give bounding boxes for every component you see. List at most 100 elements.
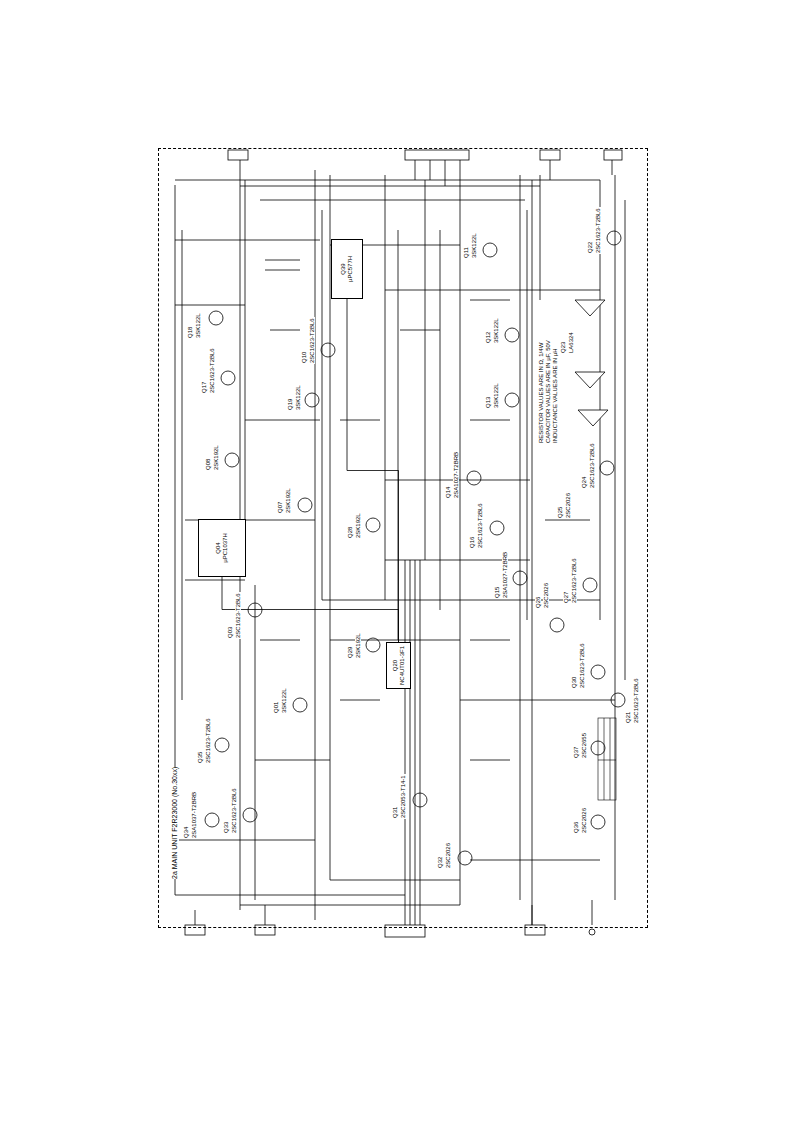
transistor-symbol: [591, 665, 605, 679]
table-rule: [598, 718, 616, 800]
part-type: 2SC1623-T2BL6: [205, 717, 211, 764]
connector-header: [385, 925, 425, 937]
part-number: Q23: [560, 341, 566, 354]
part-number: Q01: [273, 701, 279, 714]
part-type: NC4UT01-3F1: [399, 646, 406, 685]
part-number: Q27: [563, 591, 569, 604]
part-number: Q30: [571, 676, 577, 689]
ic-box: Q39µPC577H: [331, 239, 363, 299]
part-number: Q17: [201, 381, 207, 394]
transistor-symbol: [600, 461, 614, 475]
connector-header: [255, 925, 275, 935]
part-type: 2SC1623-T2BL6: [477, 502, 483, 549]
opamp-symbols: [575, 300, 608, 426]
part-type: 2SK192L: [355, 632, 361, 659]
part-number: Q31: [392, 806, 398, 819]
connector-header: [228, 150, 248, 160]
part-number: Q14: [445, 486, 451, 499]
transistor-symbol: [321, 343, 335, 357]
part-number: Q12: [485, 331, 491, 344]
part-type: 2SC2655: [581, 732, 587, 759]
note-text: INDUCTANCE VALUES ARE IN µH: [552, 347, 558, 444]
wire-connection: [347, 299, 399, 642]
note-text: CAPACITOR VALUES ARE IN µF, 50V: [545, 339, 551, 444]
transistor-symbol: [225, 453, 239, 467]
transistor-symbol: [205, 813, 219, 827]
transistor-symbol: [483, 243, 497, 257]
part-number: Q29: [347, 646, 353, 659]
part-number: Q20: [392, 660, 399, 671]
part-number: Q26: [535, 596, 541, 609]
part-type: 2SA1027-T2BRB: [453, 451, 459, 499]
part-number: Q33: [223, 821, 229, 834]
transistor-symbol: [366, 518, 380, 532]
part-type: 2SC1623-T2BL6: [571, 557, 577, 604]
connector-header: [185, 925, 205, 935]
part-number: Q28: [347, 526, 353, 539]
part-number: Q08: [205, 458, 211, 471]
transistor-symbol: [221, 371, 235, 385]
jack-symbol: [589, 929, 595, 935]
part-type: 2SA1027-T2BRB: [502, 551, 508, 599]
transistor-symbol: [583, 578, 597, 592]
transistor-symbol: [490, 521, 504, 535]
part-number: Q35: [197, 751, 203, 764]
part-number: Q25: [557, 506, 563, 519]
part-type: 2SK192L: [213, 444, 219, 471]
part-number: Q39: [340, 263, 347, 274]
part-number: Q16: [469, 536, 475, 549]
part-type: 2SC1623-T2BL6: [235, 592, 241, 639]
connector-header: [540, 150, 560, 160]
part-type: 2SC1623-T2BL6: [209, 347, 215, 394]
part-type: LA6324: [568, 331, 574, 354]
part-type: 2SK192L: [355, 512, 361, 539]
wire-connection: [222, 577, 399, 642]
connector-header: [185, 150, 622, 937]
wire: [175, 160, 625, 925]
part-number: Q24: [581, 476, 587, 489]
ic-box: Q04µPC1037H: [198, 519, 246, 577]
part-type: 2SC2026: [581, 807, 587, 834]
part-number: Q36: [573, 821, 579, 834]
part-type: 2SK192L: [285, 487, 291, 514]
ic-box: Q20NC4UT01-3F1: [386, 642, 411, 689]
connector-header: [604, 150, 622, 160]
part-type: 3SK122L: [295, 384, 301, 411]
transistor-symbols: [205, 231, 625, 865]
transistor-symbol: [607, 231, 621, 245]
part-type: 2SC1623-T2BL6: [579, 642, 585, 689]
part-number: Q04: [215, 542, 222, 553]
part-type: 3SK122L: [493, 317, 499, 344]
transistor-symbol: [513, 571, 527, 585]
transistor-symbol: [467, 471, 481, 485]
part-number: Q10: [301, 351, 307, 364]
part-type: 2SC1623-T2BL6: [589, 442, 595, 489]
transistor-symbol: [248, 603, 262, 617]
transistor-symbol: [298, 498, 312, 512]
part-type: 2SC2026: [565, 492, 571, 519]
transistor-symbol: [550, 618, 564, 632]
part-number: Q15: [494, 586, 500, 599]
part-type: 3SK122L: [281, 687, 287, 714]
connector-header: [405, 150, 469, 160]
part-type: 2SA1037-T2BRB: [191, 791, 197, 839]
unit-outline: 2a MAIN UNIT F2R23000 (No.30xx)Q04µPC103…: [158, 148, 648, 928]
revision-table: [598, 718, 616, 800]
note-text: RESISTOR VALUES ARE IN Ω, 1/4W: [538, 342, 544, 444]
part-type: 3SK122L: [195, 312, 201, 339]
transistor-symbol: [505, 328, 519, 342]
part-number: Q21: [625, 711, 631, 724]
part-number: Q18: [187, 326, 193, 339]
transistor-symbol: [215, 738, 229, 752]
transistor-symbol: [305, 393, 319, 407]
part-type: 2SC1623-T2BL6: [633, 677, 639, 724]
part-number: Q13: [485, 396, 491, 409]
part-number: Q34: [183, 826, 189, 839]
part-type: 2SC1623-T2BL6: [595, 207, 601, 254]
opamp-symbol: [575, 372, 605, 388]
transistor-symbol: [293, 698, 307, 712]
part-number: Q32: [437, 856, 443, 869]
part-number: Q19: [287, 398, 293, 411]
transistor-symbol: [209, 311, 223, 325]
